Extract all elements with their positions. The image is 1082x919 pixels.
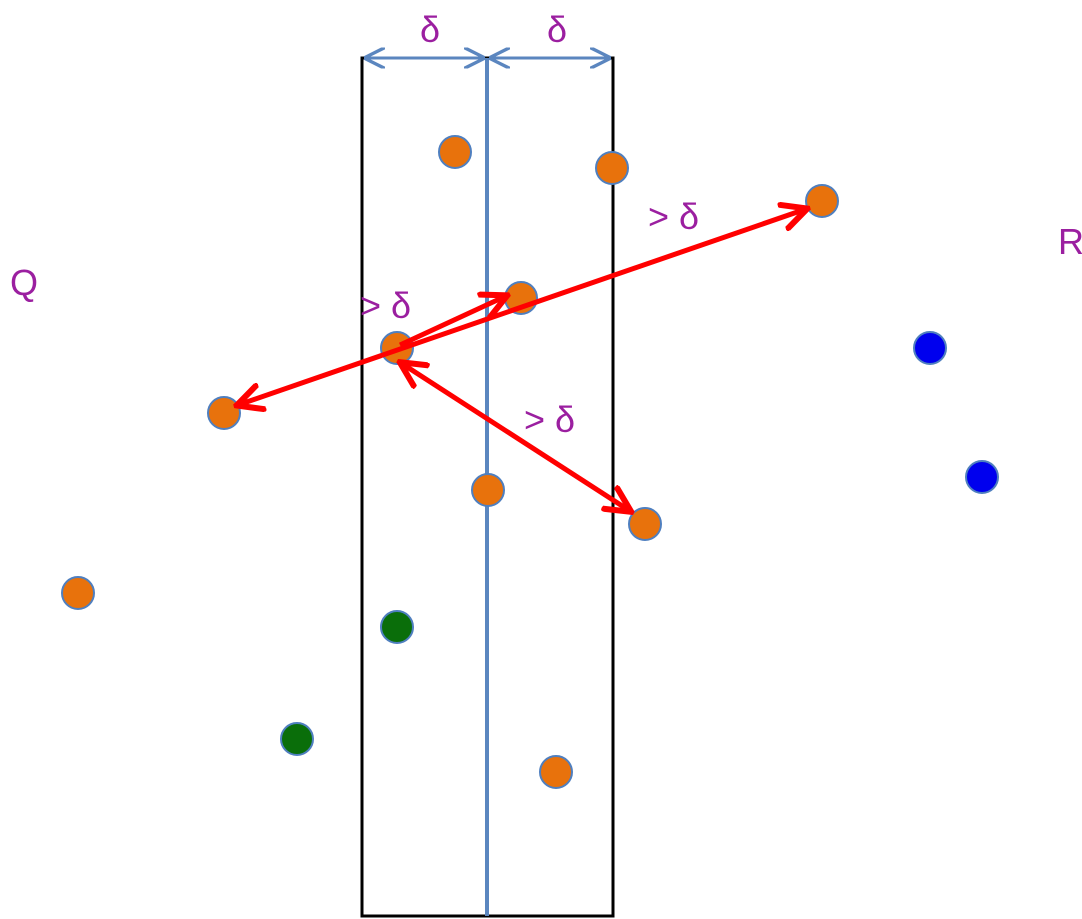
point-orange: [207, 396, 241, 430]
delta-label-right: δ: [547, 9, 567, 50]
point-blue: [965, 460, 999, 494]
distance-label-left: > δ: [360, 285, 411, 326]
distance-label-top: > δ: [648, 196, 699, 237]
distance-label-middle: > δ: [524, 399, 575, 440]
point-orange: [438, 135, 472, 169]
distance-arrow-short: [398, 296, 506, 348]
point-orange: [805, 184, 839, 218]
point-blue: [913, 331, 947, 365]
point-orange: [628, 507, 662, 541]
distance-arrows: [238, 209, 806, 511]
point-orange: [595, 151, 629, 185]
q-label: Q: [10, 262, 38, 303]
point-orange: [61, 576, 95, 610]
distance-arrow-diagonal: [401, 363, 630, 511]
point-orange: [539, 755, 573, 789]
r-label: R: [1058, 221, 1082, 262]
points-layer: [61, 135, 999, 789]
point-green: [280, 722, 314, 756]
delta-label-left: δ: [420, 9, 440, 50]
distance-arrow-long: [238, 209, 806, 405]
point-green: [380, 610, 414, 644]
point-orange: [471, 473, 505, 507]
